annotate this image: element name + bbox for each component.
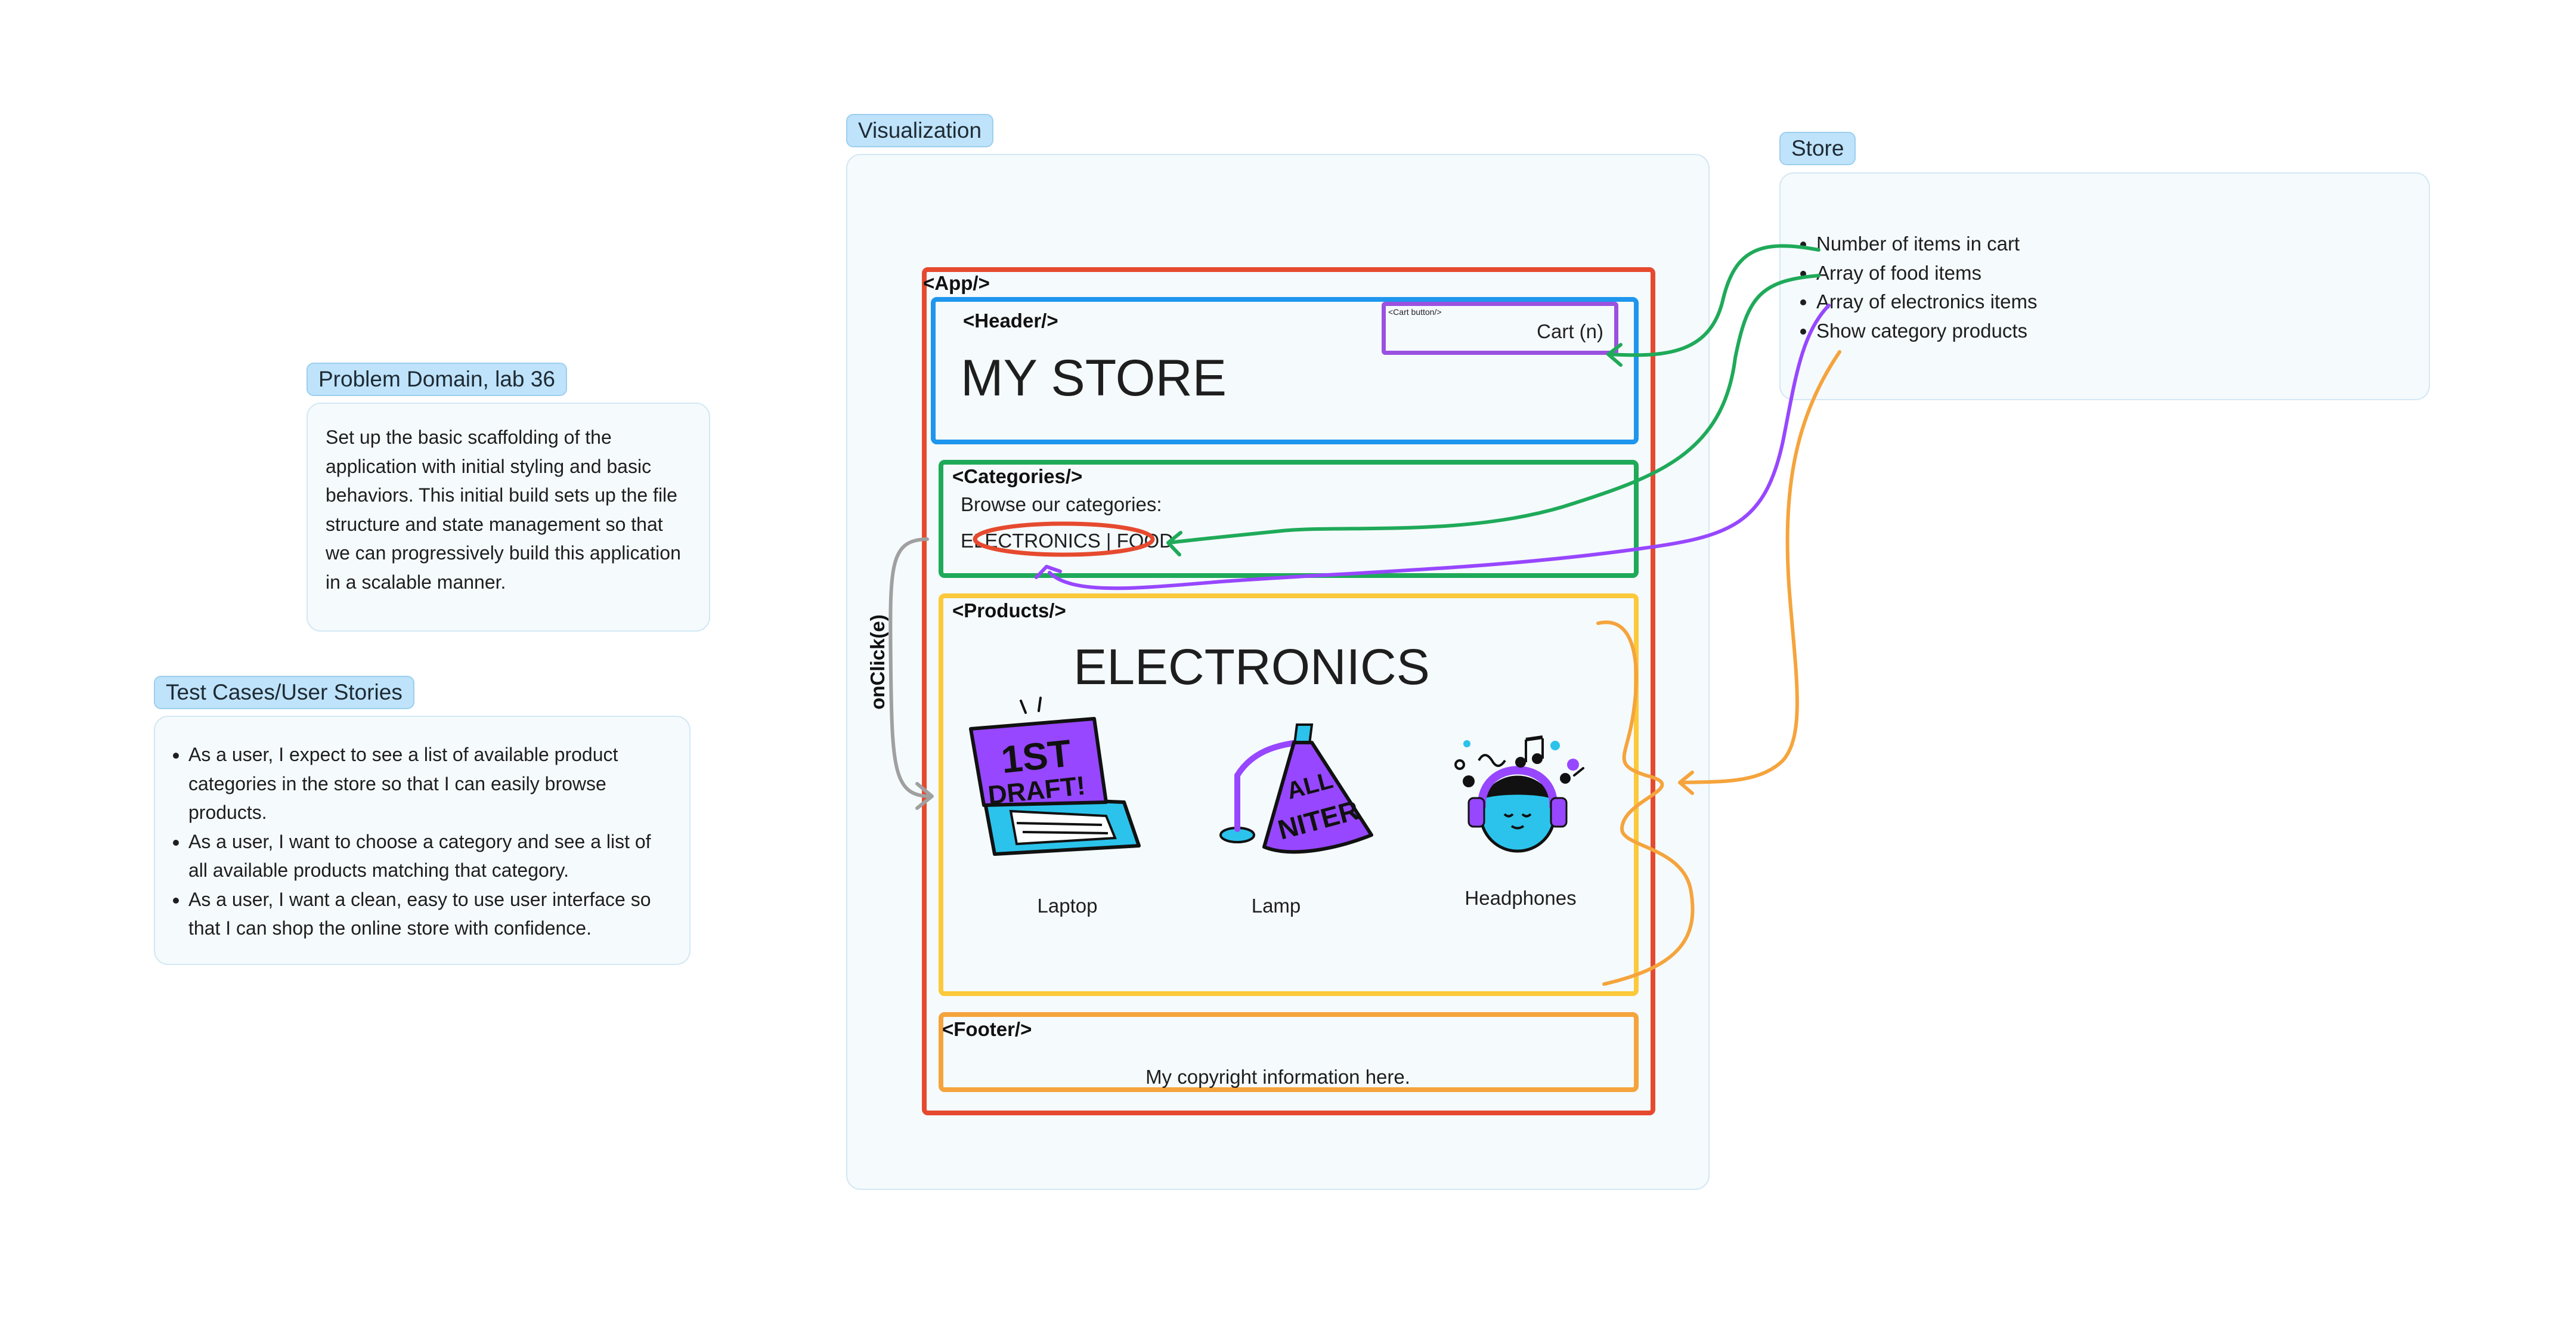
test-cases-list: As a user, I expect to see a list of ava… [162, 740, 673, 943]
cart-button-component-label: <Cart button/> [1388, 307, 1442, 317]
footer-component-box [939, 1012, 1639, 1092]
show-category-arrowhead-icon [1678, 771, 1694, 795]
app-component-box [922, 267, 1655, 1115]
visualization-panel [846, 154, 1710, 1190]
header-component-label: <Header/> [963, 310, 1058, 332]
store-panel: Number of items in cart Array of food it… [1779, 172, 2430, 400]
electronics-array-arrow [1048, 304, 1831, 590]
store-item-cart-count: Number of items in cart [1816, 230, 2417, 259]
food-array-arrow [1167, 274, 1820, 545]
food-array-arrowhead-icon [1166, 531, 1182, 556]
laptop-sticker-icon: 1ST DRAFT! [969, 697, 1141, 856]
onclick-arrowhead-icon [915, 782, 934, 810]
laptop-sticker-text-1: 1ST [999, 731, 1073, 781]
store-item-food-array: Array of food items [1816, 259, 2417, 288]
category-separator: | [1106, 530, 1111, 552]
store-list-wrap: Number of items in cart Array of food it… [1790, 230, 2417, 345]
problem-domain-panel: Set up the basic scaffolding of the appl… [306, 403, 710, 632]
products-orange-squiggle [1596, 620, 1695, 986]
products-component-box [939, 593, 1639, 996]
cart-text: Cart (n) [1537, 320, 1603, 342]
onclick-arrow [888, 537, 932, 798]
store-item-electronics-array: Array of electronics items [1816, 287, 2417, 317]
test-case-item: As a user, I expect to see a list of ava… [188, 740, 673, 827]
footer-component-label: <Footer/> [942, 1018, 1032, 1040]
product-name-laptop: Laptop [1037, 895, 1098, 917]
electronics-highlight-ellipse [973, 521, 1155, 557]
visualization-tag: Visualization [846, 114, 994, 147]
onclick-label: onClick(e) [866, 614, 888, 710]
problem-domain-tag: Problem Domain, lab 36 [306, 363, 567, 396]
store-list: Number of items in cart Array of food it… [1790, 230, 2417, 345]
cart-count-arrowhead-icon [1606, 343, 1623, 367]
header-component-box [931, 297, 1639, 444]
electronics-array-arrowhead-icon [1035, 565, 1062, 579]
cart-button[interactable]: <Cart button/> Cart (n) [1382, 302, 1618, 355]
test-case-item: As a user, I want a clean, easy to use u… [188, 885, 673, 943]
product-name-lamp: Lamp [1251, 895, 1301, 917]
cart-count-arrow [1608, 244, 1820, 357]
footer-text: My copyright information here. [1145, 1066, 1410, 1088]
test-cases-panel: As a user, I expect to see a list of ava… [154, 716, 691, 965]
lamp-sticker-icon: ALL NITER [1219, 723, 1373, 854]
test-case-item: As a user, I want to choose a category a… [188, 827, 673, 885]
products-heading: ELECTRONICS [1073, 639, 1430, 695]
store-item-show-category: Show category products [1816, 317, 2417, 346]
test-cases-list-wrap: As a user, I expect to see a list of ava… [162, 740, 673, 943]
test-cases-tag: Test Cases/User Stories [154, 676, 414, 709]
problem-domain-text: Set up the basic scaffolding of the appl… [326, 426, 681, 593]
store-title: MY STORE [961, 350, 1227, 407]
store-tag: Store [1779, 132, 1856, 165]
products-component-label: <Products/> [952, 599, 1066, 621]
product-name-headphones: Headphones [1465, 887, 1577, 909]
headphones-sticker-icon [1454, 735, 1584, 853]
categories-component-label: <Categories/> [952, 465, 1083, 487]
app-component-label: <App/> [923, 272, 990, 294]
categories-prompt: Browse our categories: [961, 493, 1162, 515]
show-category-arrow [1680, 350, 1841, 784]
